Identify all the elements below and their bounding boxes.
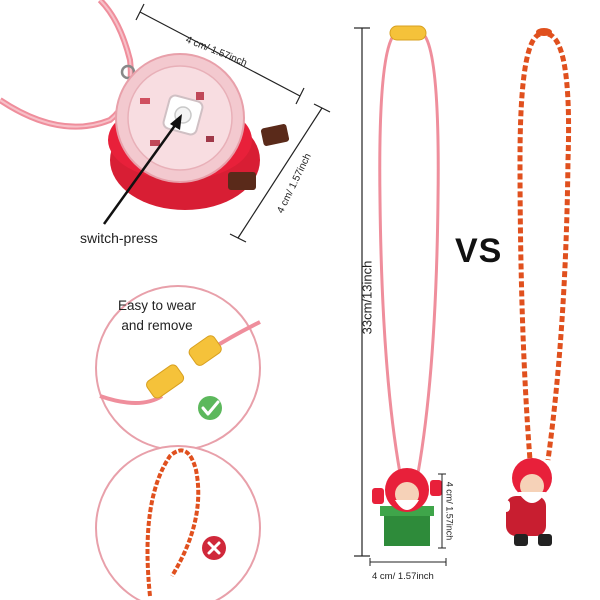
orange-chain-necklace (494, 28, 572, 546)
pendant-height-dimension: 4 cm/ 1.57inch (444, 481, 455, 541)
comparison-circles (95, 285, 261, 600)
pendant-width-dimension: 4 cm/ 1.57inch (372, 571, 434, 582)
easy-wear-line-2: and remove (121, 318, 193, 333)
easy-wear-callout: Easy to wear and remove (118, 296, 196, 336)
chain-length-dimension: 33cm/13inch (359, 260, 375, 335)
check-icon (198, 396, 222, 420)
vs-label: VS (455, 232, 503, 270)
pendant-back-view (0, 0, 331, 243)
pink-cord-necklace (354, 25, 447, 566)
switch-press-callout: switch-press (80, 230, 158, 246)
easy-wear-line-1: Easy to wear (118, 298, 197, 313)
